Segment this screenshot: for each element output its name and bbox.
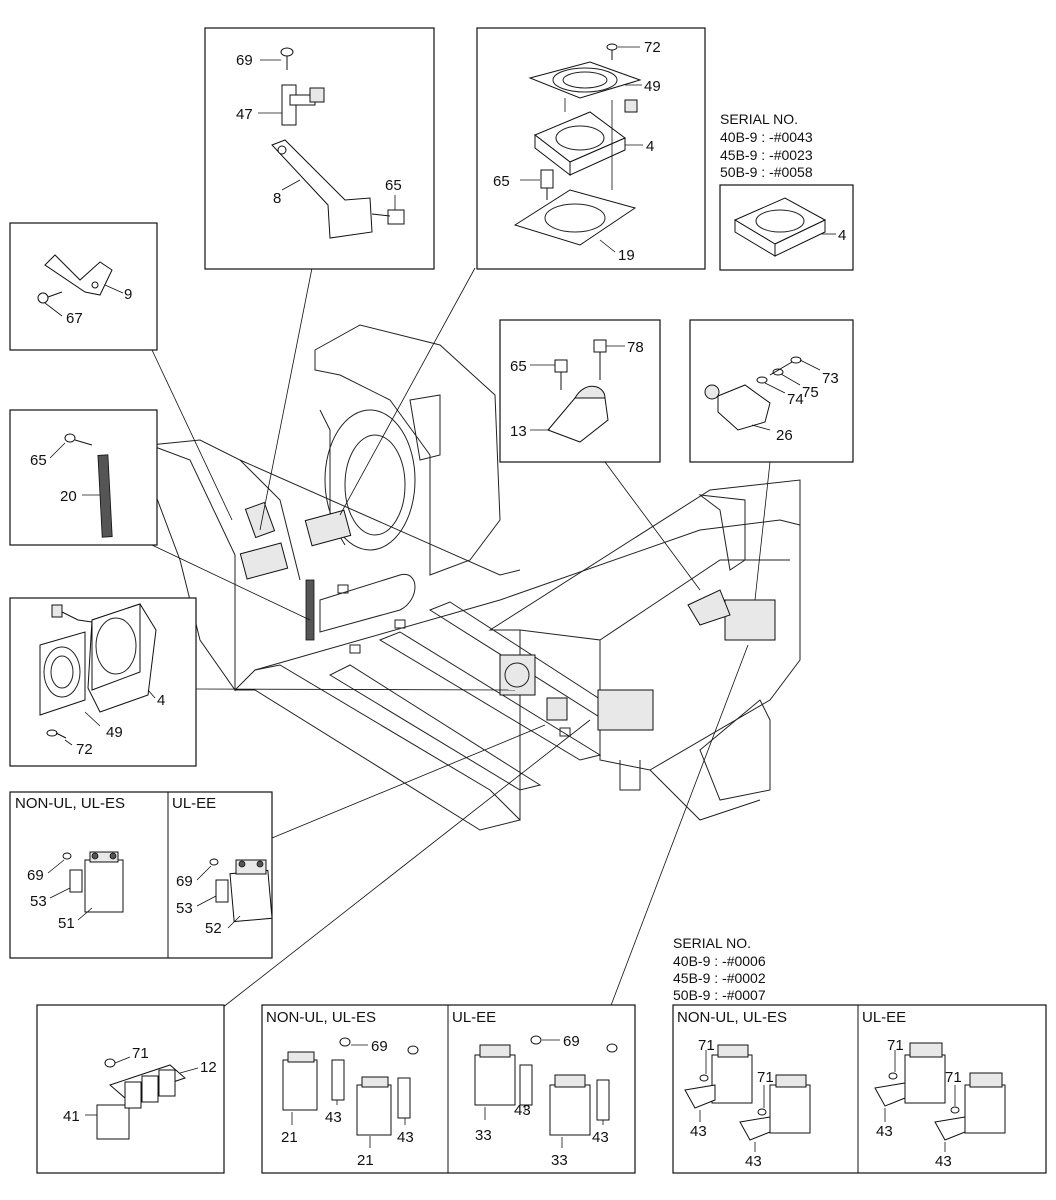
callout-43: 43 [514,1102,531,1119]
callout-65: 65 [385,177,402,194]
callout-72: 72 [76,741,93,758]
callout-4: 4 [838,227,846,244]
callout-8: 8 [273,190,281,207]
variant-header-non-ul: NON-UL, UL-ES [266,1009,376,1026]
callout-72: 72 [644,39,661,56]
callout-71: 71 [887,1037,904,1054]
pedal-box: 65 78 13 [499,319,661,463]
callout-69: 69 [27,867,44,884]
callout-9: 9 [124,286,132,303]
callout-49: 49 [644,78,661,95]
serial-line: 40B-9 : -#0006 [673,953,766,969]
serial-note-bottom: SERIAL NO. 40B-9 : -#0006 45B-9 : -#0002… [673,935,766,1003]
callout-52: 52 [205,920,222,937]
callout-65: 65 [510,358,527,375]
callout-73: 73 [822,370,839,387]
serial-line: 45B-9 : -#0002 [673,970,766,986]
callout-13: 13 [510,423,527,440]
leader-lines [151,267,771,1009]
callout-19: 19 [618,247,635,264]
sensor-bracket-callouts: 69 47 8 65 [236,52,402,210]
callout-43: 43 [397,1129,414,1146]
callout-71: 71 [698,1037,715,1054]
variant-header-ul-ee: UL-EE [452,1009,496,1026]
variant-header-ul-ee: UL-EE [172,795,216,812]
callout-43: 43 [690,1123,707,1140]
serial-line: 50B-9 : -#0007 [673,987,766,1003]
callout-67: 67 [66,310,83,327]
variant-header-non-ul: NON-UL, UL-ES [677,1009,787,1026]
callout-43: 43 [745,1153,762,1170]
callout-53: 53 [30,893,47,910]
sensor-bracket-box [204,27,435,270]
callout-53: 53 [176,900,193,917]
callout-33: 33 [551,1152,568,1169]
callout-4: 4 [646,138,654,155]
variant-header-non-ul: NON-UL, UL-ES [15,795,125,812]
callout-43: 43 [876,1123,893,1140]
callout-65: 65 [30,452,47,469]
callout-65: 65 [493,173,510,190]
callout-69: 69 [236,52,253,69]
callout-74: 74 [787,391,804,408]
callout-20: 20 [60,488,77,505]
serial-line: 45B-9 : -#0023 [720,147,813,163]
truck-frame-drawing [149,324,801,831]
serial-line: 40B-9 : -#0043 [720,129,813,145]
bracket-9-box: 9 67 [9,222,158,351]
serial-line: 50B-9 : -#0058 [720,164,813,180]
callout-71: 71 [945,1069,962,1086]
fan-top-box [476,27,706,270]
serial-title: SERIAL NO. [720,111,798,127]
callout-71: 71 [132,1045,149,1062]
callout-12: 12 [200,1059,217,1076]
contactor-variant-box-bottom-mid: NON-UL, UL-ES UL-EE 69 43 21 43 21 [261,1004,636,1174]
callout-21: 21 [281,1129,298,1146]
callout-21: 21 [357,1152,374,1169]
serial-title: SERIAL NO. [673,935,751,951]
callout-43: 43 [325,1109,342,1126]
callout-41: 41 [63,1108,80,1125]
variant-header-ul-ee: UL-EE [862,1009,906,1026]
contactor-variant-box-bottom-right: NON-UL, UL-ES UL-EE 71 71 43 43 71 71 [672,1004,1047,1174]
callout-71: 71 [757,1069,774,1086]
fan-top-callouts: 72 49 4 65 19 [493,39,661,264]
callout-43: 43 [592,1129,609,1146]
callout-4: 4 [157,692,165,709]
callout-69: 69 [563,1033,580,1050]
relay-box: 71 12 41 [36,1004,225,1174]
callout-33: 33 [475,1127,492,1144]
callout-47: 47 [236,106,253,123]
callout-78: 78 [627,339,644,356]
callout-51: 51 [58,915,75,932]
serial-note-top: SERIAL NO. 40B-9 : -#0043 45B-9 : -#0023… [720,111,813,180]
callout-49: 49 [106,724,123,741]
callout-69: 69 [176,873,193,890]
fan-left-box: 4 49 72 [9,597,197,767]
callout-75: 75 [802,384,819,401]
callout-26: 26 [776,427,793,444]
switch-box: 73 75 74 26 [689,319,854,463]
contactor-variant-box-mid: NON-UL, UL-ES UL-EE 69 53 51 69 53 52 [9,791,273,959]
callout-43: 43 [935,1153,952,1170]
callout-69: 69 [371,1038,388,1055]
fan-serial-box: 4 [719,184,854,271]
strip-20-box: 65 20 [9,409,158,546]
